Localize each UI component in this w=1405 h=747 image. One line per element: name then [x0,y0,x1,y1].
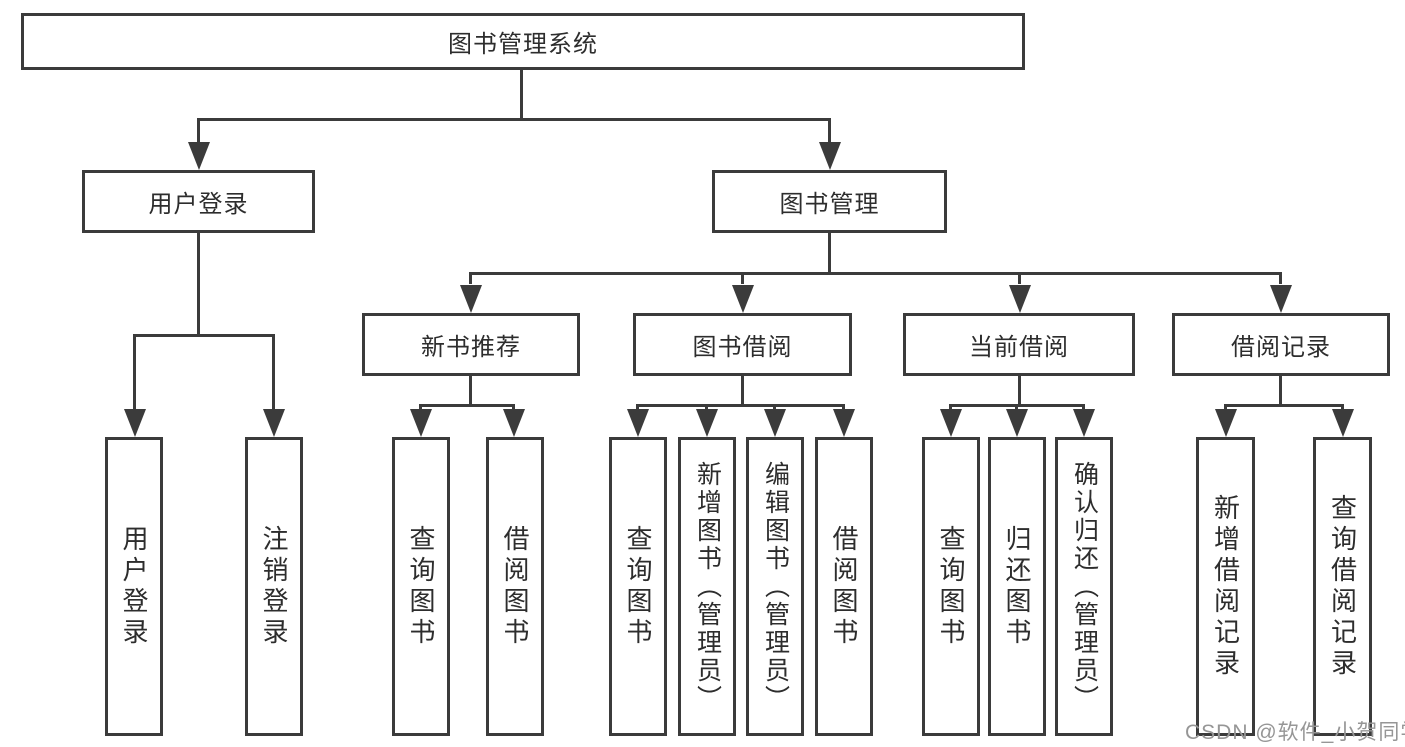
arrow-down-icon [1073,409,1095,437]
leaf-return-book: 归还图书 [988,437,1046,736]
arrow-down-icon [1006,409,1028,437]
leaf-query-book-b: 查询图书 [609,437,667,736]
node-user-login: 用户登录 [82,170,315,233]
edge-drop-leaf [512,404,515,412]
arrow-down-icon [732,285,754,313]
edge-drop-leaf [1341,404,1344,412]
edge-drop-leaf [1015,404,1018,412]
arrow-down-icon [627,409,649,437]
arrow-down-icon [833,409,855,437]
node-user-login-label: 用户登录 [148,191,249,218]
arrow-down-icon [819,142,841,170]
edge-drop-leaf [1224,404,1227,412]
node-book-mgmt: 图书管理 [712,170,947,233]
edge-current-borrow-stem [1018,376,1021,406]
node-new-book-rec-label: 新书推荐 [421,334,521,361]
edge-drop-current-borrow [1018,272,1021,284]
edge-root-bar [197,118,831,121]
node-borrow-records-label: 借阅记录 [1231,334,1331,361]
edge-drop-leaf [949,404,952,412]
edge-drop-leaf [842,404,845,412]
leaf-edit-book-label: 编辑图书（管理员） [761,460,790,713]
edge-borrow-records-stem [1279,376,1282,406]
arrow-down-icon [188,142,210,170]
edge-drop-book-borrow [741,272,744,284]
watermark: CSDN @软件_小贺同学 [1185,721,1405,744]
arrow-down-icon [503,409,525,437]
arrow-down-icon [764,409,786,437]
leaf-query-record-label: 查询借阅记录 [1327,493,1358,680]
arrow-down-icon [696,409,718,437]
leaf-logout: 注销登录 [245,437,303,736]
edge-new-book-rec-stem [469,376,472,406]
edge-book-borrow-bar [636,404,845,407]
leaf-borrow-book-a: 借阅图书 [486,437,544,736]
edge-book-mgmt-stem [828,233,831,274]
leaf-confirm-return: 确认归还（管理员） [1055,437,1113,736]
leaf-confirm-return-label: 确认归还（管理员） [1070,460,1099,713]
edge-user-login-bar [133,334,275,337]
leaf-user-login-label: 用户登录 [119,524,149,649]
node-current-borrow: 当前借阅 [903,313,1135,376]
leaf-user-login: 用户登录 [105,437,163,736]
leaf-query-book-c: 查询图书 [922,437,980,736]
arrow-down-icon [124,409,146,437]
node-root-label: 图书管理系统 [448,31,598,58]
arrow-down-icon [1215,409,1237,437]
node-new-book-rec: 新书推荐 [362,313,580,376]
node-book-borrow-label: 图书借阅 [692,334,793,361]
leaf-add-book: 新增图书（管理员） [678,437,736,736]
node-book-mgmt-label: 图书管理 [779,191,880,218]
leaf-borrow-book-b: 借阅图书 [815,437,873,736]
edge-root-stem [520,70,523,119]
arrow-down-icon [1270,285,1292,313]
edge-book-mgmt-bar [469,272,1282,275]
leaf-edit-book: 编辑图书（管理员） [746,437,804,736]
node-current-borrow-label: 当前借阅 [969,334,1069,361]
arrow-down-icon [263,409,285,437]
leaf-add-record: 新增借阅记录 [1196,437,1255,736]
arrow-down-icon [1009,285,1031,313]
edge-user-login-stem [197,233,200,336]
arrow-down-icon [460,285,482,313]
leaf-add-book-label: 新增图书（管理员） [693,460,722,713]
edge-drop-leaf-user-login [133,334,136,412]
leaf-query-record: 查询借阅记录 [1313,437,1372,736]
node-book-borrow: 图书借阅 [633,313,852,376]
leaf-query-book-c-label: 查询图书 [936,524,966,649]
edge-drop-leaf [419,404,422,412]
edge-drop-leaf [1082,404,1085,412]
edge-drop-user-login [197,118,200,144]
edge-drop-book-mgmt [828,118,831,144]
node-borrow-records: 借阅记录 [1172,313,1390,376]
edge-drop-leaf [705,404,708,412]
node-root: 图书管理系统 [21,13,1025,70]
edge-drop-leaf-logout [272,334,275,412]
leaf-query-book-a: 查询图书 [392,437,450,736]
arrow-down-icon [940,409,962,437]
edge-new-book-rec-bar [419,404,515,407]
edge-drop-new-book-rec [469,272,472,284]
leaf-query-book-b-label: 查询图书 [623,524,653,649]
edge-drop-borrow-records [1279,272,1282,284]
arrow-down-icon [410,409,432,437]
leaf-return-book-label: 归还图书 [1002,524,1032,649]
arrow-down-icon [1332,409,1354,437]
leaf-borrow-book-b-label: 借阅图书 [829,524,859,649]
leaf-logout-label: 注销登录 [259,524,289,649]
edge-drop-leaf [773,404,776,412]
leaf-query-book-a-label: 查询图书 [406,524,436,649]
edge-book-borrow-stem [741,376,744,406]
edge-borrow-records-bar [1224,404,1344,407]
leaf-add-record-label: 新增借阅记录 [1210,493,1241,680]
edge-drop-leaf [636,404,639,412]
leaf-borrow-book-a-label: 借阅图书 [500,524,530,649]
